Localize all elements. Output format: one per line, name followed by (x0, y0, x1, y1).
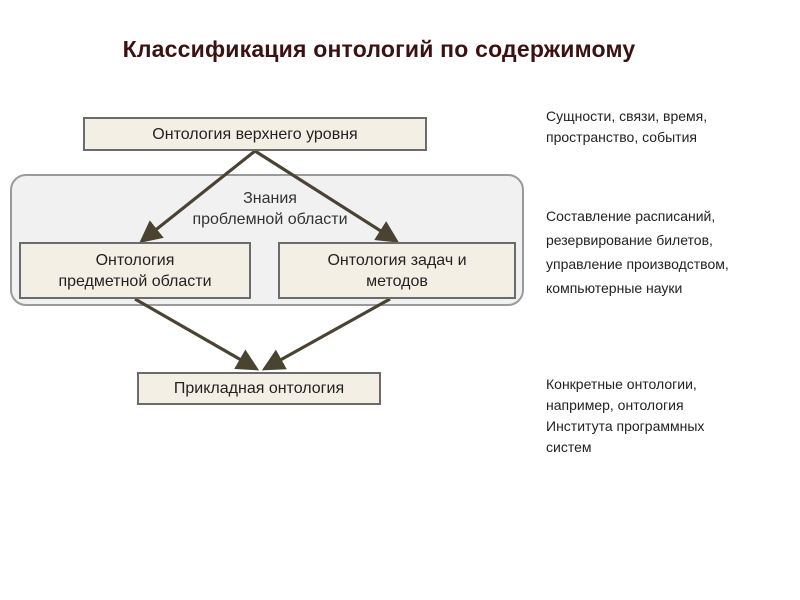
box-label-line: методов (366, 272, 428, 290)
note-line: пространство, события (546, 129, 697, 145)
note-line: компьютерные науки (546, 280, 683, 296)
upper-level-examples-note: Сущности, связи, время, пространство, со… (546, 106, 786, 148)
problem-domain-knowledge-label: Знания проблемной области (160, 188, 380, 230)
upper-level-ontology-box: Онтология верхнего уровня (83, 117, 427, 151)
applied-ontology-box: Прикладная онтология (137, 372, 381, 405)
note-line: Института программных (546, 418, 705, 434)
arrow-domain-to-applied (134, 297, 260, 371)
applied-examples-note: Конкретные онтологии, например, онтологи… (546, 374, 786, 458)
note-line: систем (546, 439, 592, 455)
note-line: Сущности, связи, время, (546, 108, 708, 124)
region-label-line: Знания (243, 190, 297, 207)
note-line: например, онтология (546, 397, 684, 413)
region-label-line: проблемной области (192, 211, 348, 228)
box-label-line: предметной области (58, 272, 212, 290)
note-line: Конкретные онтологии, (546, 376, 697, 392)
domain-ontology-box: Онтология предметной области (19, 242, 251, 299)
note-line: резервирование билетов, (546, 232, 713, 248)
note-line: управление производством, (546, 256, 729, 272)
box-label-line: Онтология (95, 251, 175, 269)
domain-task-examples-note: Составление расписаний, резервирование б… (546, 204, 786, 300)
page-title: Классификация онтологий по содержимому (122, 36, 636, 62)
task-method-ontology-box: Онтология задач и методов (278, 242, 516, 299)
box-label-line: Онтология верхнего уровня (152, 125, 358, 143)
note-line: Составление расписаний, (546, 208, 716, 224)
box-label-line: Онтология задач и (327, 251, 467, 269)
arrow-task-to-applied (261, 297, 391, 371)
box-label-line: Прикладная онтология (173, 380, 345, 397)
